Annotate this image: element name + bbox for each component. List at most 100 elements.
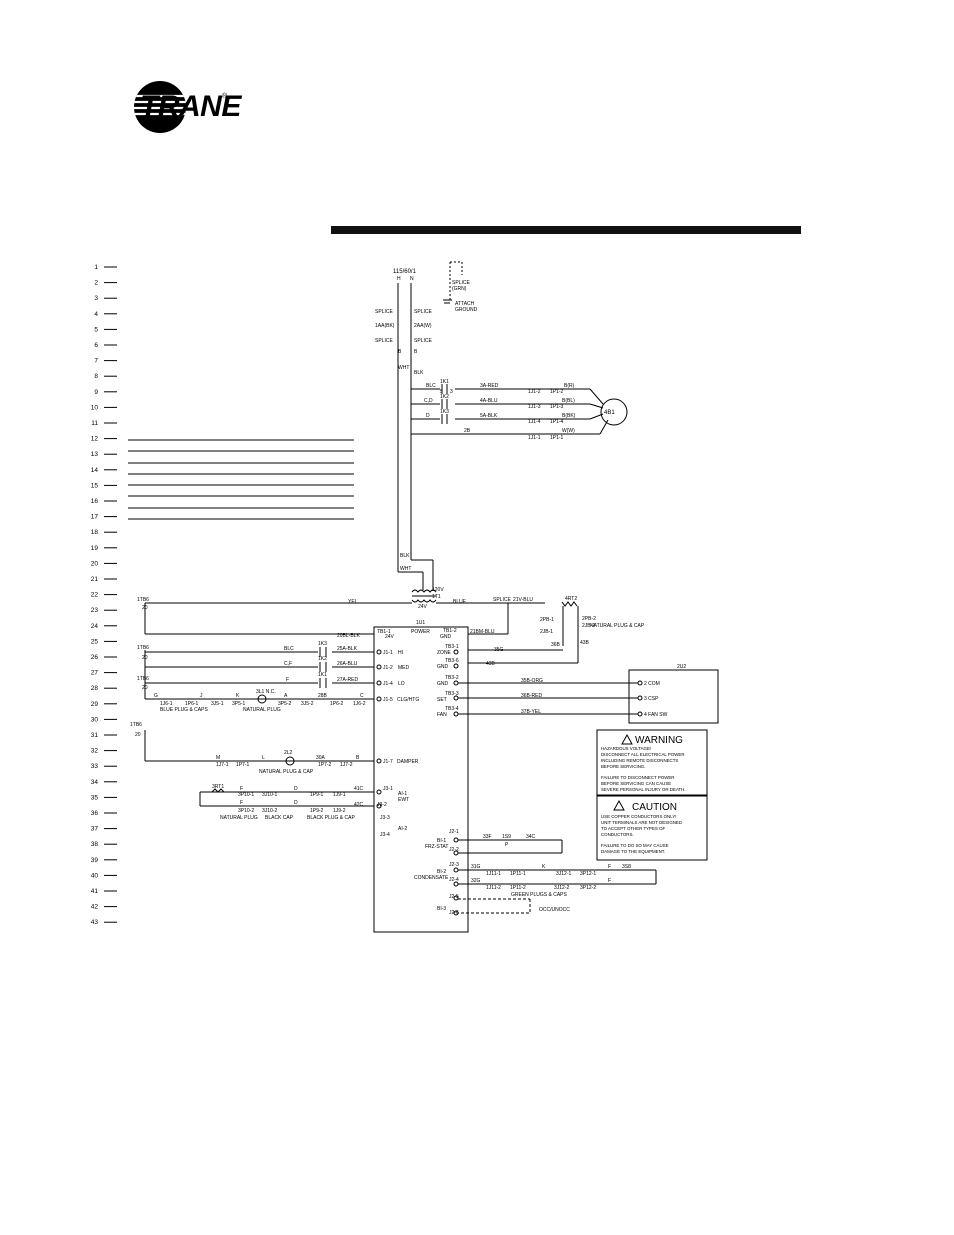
diagram-label: DAMPER	[397, 759, 419, 765]
diagram-label: 4B1	[604, 410, 615, 416]
diagram-label: CLG/HTG	[397, 697, 419, 703]
line-number: 39	[91, 857, 99, 864]
diagram-label: 2PB-2	[582, 616, 596, 622]
line-number: 1	[94, 264, 98, 271]
line-number: 42	[91, 904, 99, 911]
ewt-sensor: 3RT1 F D 3P10-1 3J10-1 1P9-1 1J9-1 41C F…	[199, 784, 374, 821]
diagram-label: FAILURE TO DISCONNECT POWER	[601, 775, 674, 780]
freezestat: 33F 1S9 34C P	[458, 834, 563, 854]
diagram-label: 35B-ORG	[521, 678, 543, 684]
line-number: 14	[91, 467, 99, 474]
diagram-label: 1J1-1	[528, 435, 541, 441]
diagram-label: 26A-BLU	[337, 661, 358, 667]
line-number: 2	[94, 280, 98, 287]
diagram-label: BLC	[284, 646, 294, 652]
line-number: 29	[91, 701, 99, 708]
line-number: 32	[91, 748, 99, 755]
diagram-label: AI-1	[398, 791, 407, 797]
diagram-label: 1P6-2	[330, 701, 344, 707]
line-number: 15	[91, 482, 99, 489]
diagram-label: BLACK PLUG & CAP	[307, 815, 355, 821]
diagram-label: MED	[398, 665, 410, 671]
diagram-label: 1J11-1	[486, 871, 501, 877]
diagram-label: 1P9-2	[310, 808, 324, 814]
line-number: 26	[91, 654, 99, 661]
diagram-label: (GRN)	[452, 286, 467, 292]
diagram-label: B	[398, 349, 402, 355]
line-number: 4	[94, 311, 98, 318]
fan-motor-circuit: 4B1 1K1 BLC 3A-RED 1J1-2 1P1-2 B(R) 1K2 …	[411, 379, 628, 441]
line-number: 12	[91, 436, 99, 443]
caution-text: USE COPPER CONDUCTORS ONLY! UNIT TERMINA…	[601, 814, 682, 854]
diagram-label: TB3-3	[445, 691, 459, 697]
diagram-label: BLK	[400, 553, 410, 559]
diagram-label: USE COPPER CONDUCTORS ONLY!	[601, 814, 676, 819]
line-number: 25	[91, 638, 99, 645]
diagram-label: BLC	[426, 383, 436, 389]
diagram-label: 25A-BLK	[337, 646, 358, 652]
line-number: 41	[91, 888, 99, 895]
diagram-label: 4 FAN SW	[644, 712, 668, 718]
diagram-label: D	[294, 800, 298, 806]
diagram-label: ATTACH	[455, 301, 475, 307]
diagram-label: 1K3	[440, 409, 449, 415]
diagram-label: F	[240, 786, 243, 792]
diagram-label: BI-1	[437, 838, 446, 844]
diagram-label: 115/60/1	[393, 269, 417, 275]
line-number: 19	[91, 545, 99, 552]
diagram-label: CONDUCTORS.	[601, 832, 634, 837]
diagram-label: 3P5-1	[232, 701, 246, 707]
diagram-label: 1U1	[416, 620, 425, 626]
diagram-label: 3P5-2	[278, 701, 292, 707]
caution-title: CAUTION	[632, 802, 677, 813]
diagram-label: D	[294, 786, 298, 792]
diagram-label: 1J7-2	[340, 762, 353, 768]
line-number: 38	[91, 841, 99, 848]
diagram-label: 20	[142, 605, 148, 611]
diagram-label: 3S8	[622, 864, 631, 870]
line-number: 31	[91, 732, 99, 739]
diagram-label: 1K2	[318, 656, 327, 662]
diagram-label: 1J9-2	[333, 808, 346, 814]
line-number: 8	[94, 373, 98, 380]
diagram-label: FAN	[437, 712, 447, 718]
diagram-label: 1P11-2	[510, 885, 526, 891]
line-number: 17	[91, 514, 99, 521]
diagram-label: 1P1-3	[550, 404, 564, 410]
diagram-label: 20	[142, 655, 148, 661]
diagram-label: J1-7	[383, 759, 393, 765]
diagram-label: 1P1-1	[550, 435, 564, 441]
diagram-label: 35G	[494, 647, 504, 653]
warning-triangle-icon	[621, 733, 633, 745]
diagram-label: 4A-BLU	[480, 398, 498, 404]
diagram-label: J2-3	[449, 862, 459, 868]
diagram-label: J1-1	[383, 650, 393, 656]
diagram-label: SPLICE	[414, 309, 432, 315]
diagram-label: BLACK CAP	[265, 815, 294, 821]
diagram-label: EWT	[398, 797, 409, 803]
diagram-label: K	[542, 864, 546, 870]
diagram-label: 3J5-1	[211, 701, 224, 707]
diagram-label: SET	[437, 697, 447, 703]
diagram-label: K	[236, 693, 240, 699]
diagram-label: 1P9-1	[310, 792, 324, 798]
diagram-label: 3J5-2	[301, 701, 314, 707]
line-number: 13	[91, 451, 99, 458]
diagram-label: C,D	[424, 398, 433, 404]
diagram-label: C	[360, 693, 364, 699]
diagram-label: B(BK)	[562, 413, 576, 419]
diagram-label: 1J11-2	[486, 885, 501, 891]
line-number: 43	[91, 919, 99, 926]
diagram-label: 31G	[471, 864, 481, 870]
diagram-label: 3J12-1	[556, 871, 572, 877]
diagram-label: NATURAL PLUG & CAP	[590, 623, 645, 629]
diagram-label: 2L2	[284, 750, 293, 756]
diagram-label: INCLUDING REMOTE DISCONNECTS	[601, 758, 678, 763]
diagram-label: GREEN PLUGS & CAPS	[511, 892, 568, 898]
diagram-label: TB3-2	[445, 675, 459, 681]
diagram-label: 3 CSP	[644, 696, 659, 702]
diagram-label: 3J10-1	[262, 792, 278, 798]
header-rule	[331, 226, 801, 234]
diagram-label: POWER	[411, 629, 430, 635]
